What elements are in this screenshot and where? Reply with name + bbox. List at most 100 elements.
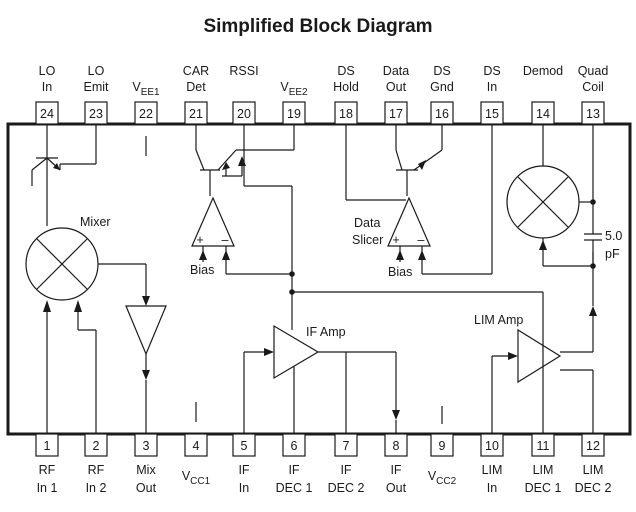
pin-number: 2: [93, 439, 100, 453]
pin-label-line2: In: [487, 80, 497, 94]
data-slicer-label-2: Slicer: [352, 233, 383, 247]
pin-label-line2: Out: [136, 481, 157, 495]
pin-label-line2: DEC 2: [328, 481, 365, 495]
pin-number: 6: [291, 439, 298, 453]
pin-24: 24 LO In: [35, 64, 59, 125]
svg-text:+: +: [196, 233, 203, 247]
pin-label-line2: DEC 2: [575, 481, 612, 495]
pin-label-line1: LIM: [533, 463, 554, 477]
bias-left-label: Bias: [190, 263, 214, 277]
pin-label-line2: Coil: [582, 80, 604, 94]
pin-label-line2: In: [42, 80, 52, 94]
svg-text:–: –: [222, 233, 229, 247]
pin-number: 8: [393, 439, 400, 453]
mixer-block: Mixer: [25, 215, 150, 434]
mix-out-buffer: [125, 305, 167, 434]
pin-box: [184, 433, 208, 457]
capacitor-unit: pF: [605, 247, 620, 261]
pin-label-line2: Hold: [333, 80, 359, 94]
pin-number: 4: [193, 439, 200, 453]
pin-number: 14: [536, 107, 550, 121]
lo-transistor: [31, 124, 97, 226]
pin-label-line1: IF: [288, 463, 299, 477]
pin-label-line1: VEE2: [280, 80, 308, 98]
mixer-label: Mixer: [80, 215, 111, 229]
pin-number: 16: [435, 107, 449, 121]
pin-15: 15 DS In: [480, 64, 504, 125]
pin-label-line2: Out: [386, 80, 407, 94]
pin-label-line1: LO: [39, 64, 56, 78]
pin-label-line2: Emit: [84, 80, 110, 94]
rssi-trace: [243, 124, 544, 434]
pin-label-line1: RF: [39, 463, 56, 477]
lim-amp-label: LIM Amp: [474, 313, 523, 327]
pin-label-line1: IF: [340, 463, 351, 477]
pin-number: 3: [143, 439, 150, 453]
pin-number: 15: [485, 107, 499, 121]
pin-1: 1RF In 1: [35, 433, 59, 495]
pin-label-line2: Det: [186, 80, 206, 94]
pin-label-line1: VCC1: [182, 469, 211, 487]
pin-label-line1: LO: [88, 64, 105, 78]
pin-box: [430, 433, 454, 457]
pin-14: 14 Demod: [523, 64, 563, 125]
pin-number: 10: [485, 439, 499, 453]
svg-text:+: +: [392, 233, 399, 247]
svg-text:–: –: [418, 233, 425, 247]
pin-label-line1: DS: [483, 64, 500, 78]
pin-number: 17: [389, 107, 403, 121]
pin-label-line1: Mix: [136, 463, 156, 477]
pin-label-line1: VCC2: [428, 469, 457, 487]
pin-number: 18: [339, 107, 353, 121]
pin-label-line2: In 1: [37, 481, 58, 495]
pin-number: 23: [89, 107, 103, 121]
pin-label-line1: RSSI: [229, 64, 258, 78]
capacitor-value: 5.0: [605, 229, 622, 243]
pin-label-line1: IF: [238, 463, 249, 477]
pin-number: 20: [237, 107, 251, 121]
pin-label-line2: In 2: [86, 481, 107, 495]
pin-label-line1: Demod: [523, 64, 563, 78]
pin-number: 5: [241, 439, 248, 453]
pin-number: 7: [343, 439, 350, 453]
carrier-detect: + – Bias: [190, 124, 295, 277]
pin-number: 21: [189, 107, 203, 121]
if-amp-label: IF Amp: [306, 325, 346, 339]
demodulator-block: 5.0 pF: [506, 124, 622, 269]
diagram-title: Simplified Block Diagram: [203, 16, 432, 37]
pin-7: 7IF DEC 2: [328, 433, 365, 495]
pin-label-line1: LIM: [482, 463, 503, 477]
lim-amp-block: LIM Amp: [474, 252, 597, 434]
data-slicer-block: + – Data Slicer Bias: [345, 124, 493, 279]
pin-number: 24: [40, 107, 54, 121]
pin-23: 23 LO Emit: [84, 64, 110, 125]
pin-number: 13: [586, 107, 600, 121]
data-slicer-label-1: Data: [354, 216, 380, 230]
pin-label-line1: DS: [433, 64, 450, 78]
chip-outline: [6, 122, 632, 436]
pin-label-line1: IF: [390, 463, 401, 477]
pin-label-line1: Quad: [578, 64, 609, 78]
pin-label-line1: VEE1: [132, 80, 160, 98]
pin-20: 20 RSSI: [229, 64, 259, 125]
pin-label-line1: LIM: [583, 463, 604, 477]
pin-box: [134, 101, 158, 125]
bias-right-label: Bias: [388, 265, 412, 279]
if-amp-block: IF Amp: [243, 324, 400, 434]
pin-number: 1: [44, 439, 51, 453]
